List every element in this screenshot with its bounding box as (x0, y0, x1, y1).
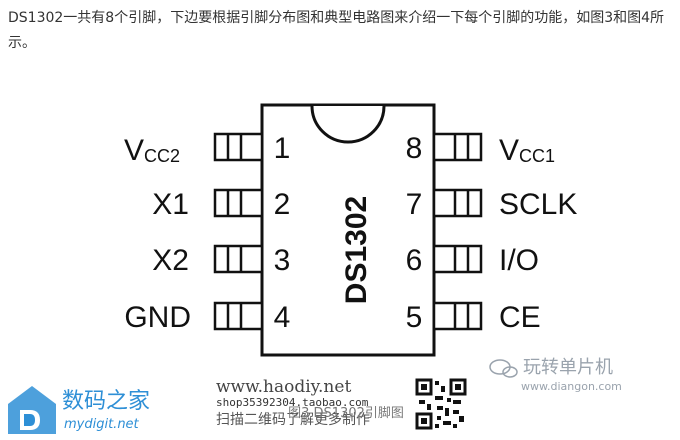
right-pin-6: 6 I/O (406, 244, 539, 277)
pin-stub (432, 301, 483, 331)
mydigit-name: 数码之家 (62, 389, 150, 414)
figure-caption: 图3 DS1302引脚图 (288, 405, 404, 421)
chip-body (260, 103, 436, 357)
pin-stub (213, 244, 264, 274)
pin-number-4: 4 (274, 301, 291, 334)
pin-number-8: 8 (406, 132, 423, 165)
pin-number-3: 3 (274, 244, 291, 277)
pin-label-ce: CE (499, 301, 541, 334)
right-pin-8: 8 VCC1 (406, 132, 555, 167)
pin-label-sclk: SCLK (499, 188, 577, 221)
pin-stub (213, 132, 264, 162)
pin-label-vcc1: VCC1 (499, 134, 555, 167)
pin-stub (213, 301, 264, 331)
pin-label-io: I/O (499, 244, 539, 277)
house-logo-icon (8, 386, 56, 434)
qr-code-icon (415, 378, 467, 430)
pin-label-main: V (124, 134, 144, 167)
diangon-title: 玩转单片机 (523, 357, 613, 378)
pin-number-5: 5 (406, 301, 423, 334)
right-pin-5: 5 CE (406, 301, 541, 334)
pin-stub (432, 244, 483, 274)
left-pin-2: 2 X1 (152, 188, 290, 221)
diangon-watermark: 玩转单片机 www.diangon.com (489, 357, 622, 393)
pin-stub (213, 188, 264, 218)
pin-label-gnd: GND (124, 301, 191, 334)
mydigit-watermark: 数码之家 mydigit.net (8, 386, 150, 434)
pin-number-1: 1 (274, 132, 291, 165)
pin-label-x2: X2 (152, 244, 189, 277)
chip-name: DS1302 (340, 196, 373, 304)
mydigit-url: mydigit.net (64, 417, 140, 432)
shop-url: shop35392304.taobao.com (216, 396, 369, 409)
haodiy-watermark: www.haodiy.net shop35392304.taobao.com 扫… (216, 377, 467, 430)
left-pin-1: 1 VCC2 (124, 132, 290, 167)
article-paragraph: DS1302一共有8个引脚，下边要根据引脚分布图和典型电路图来介绍一下每个引脚的… (8, 10, 665, 51)
pin-label-sub: CC1 (519, 146, 555, 166)
haodiy-url: www.haodiy.net (216, 377, 351, 397)
pin-stub (432, 132, 483, 162)
pin-label-vcc2: VCC2 (124, 134, 180, 167)
chip-notch (310, 105, 386, 144)
diangon-url: www.diangon.com (521, 380, 622, 393)
pin-stub (432, 188, 483, 218)
pin-number-7: 7 (406, 188, 423, 221)
pin-label-sub: CC2 (144, 146, 180, 166)
pin-number-6: 6 (406, 244, 423, 277)
pin-label-main: V (499, 134, 519, 167)
left-pin-3: 3 X2 (152, 244, 290, 277)
chat-bubble-icon (489, 359, 518, 378)
scan-hint: 扫描二维码了解更多制作 (216, 411, 370, 428)
right-pin-7: 7 SCLK (406, 188, 578, 221)
pin-label-x1: X1 (152, 188, 189, 221)
left-pin-4: 4 GND (124, 301, 290, 334)
pin-number-2: 2 (274, 188, 291, 221)
